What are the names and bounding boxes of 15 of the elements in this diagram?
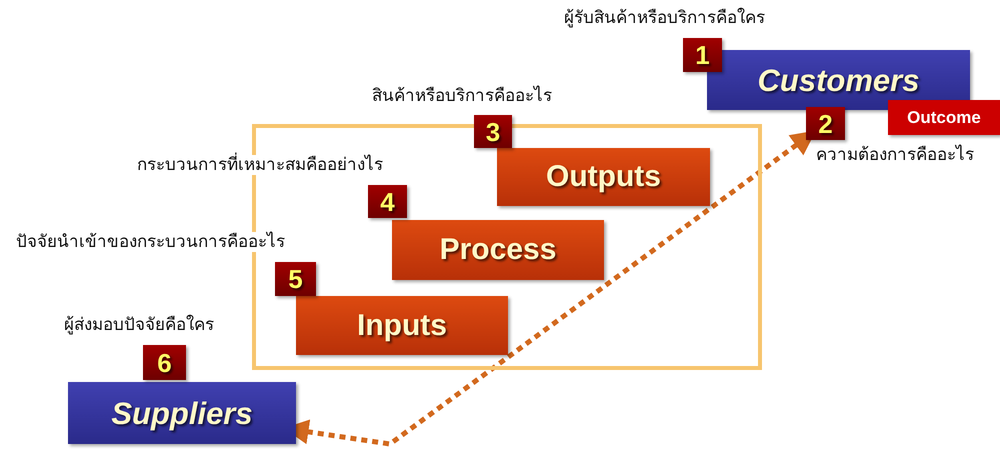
- process-box: Process: [392, 220, 604, 280]
- number-badge: 2: [806, 107, 845, 140]
- process-box: Inputs: [296, 296, 508, 355]
- number-badge: 1: [683, 38, 722, 72]
- process-box: Outputs: [497, 148, 710, 206]
- question-text: ผู้ส่งมอบปัจจัยคือใคร: [62, 315, 216, 336]
- question-text: ปัจจัยนำเข้าของกระบวนการคืออะไร: [14, 232, 287, 252]
- number-badge: 5: [275, 262, 316, 296]
- outcome-tag: Outcome: [888, 100, 1000, 135]
- number-badge: 6: [143, 345, 186, 380]
- question-text: ผู้รับสินค้าหรือบริการคือใคร: [562, 8, 767, 28]
- number-badge: 3: [474, 115, 512, 148]
- number-badge: 4: [368, 185, 407, 218]
- party-box: Suppliers: [68, 382, 296, 444]
- question-text: กระบวนการที่เหมาะสมคืออย่างไร: [135, 155, 385, 176]
